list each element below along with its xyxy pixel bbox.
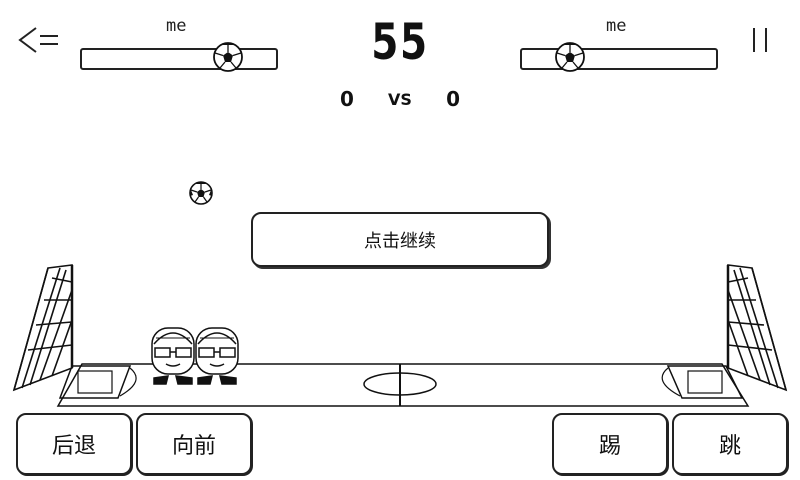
right-goal: [726, 264, 788, 392]
forward-button-label: 向前: [171, 434, 216, 459]
right-goal-area: [687, 370, 723, 394]
right-penalty-box: [666, 365, 744, 399]
left-player-name: me: [166, 16, 187, 36]
left-penalty-box: [58, 365, 132, 399]
forward-button[interactable]: 向前: [136, 413, 252, 475]
left-penalty-arc: [119, 367, 137, 397]
pause-icon[interactable]: [748, 24, 772, 56]
left-goal: [12, 264, 74, 392]
continue-button[interactable]: 点击继续: [251, 212, 549, 267]
right-power-ball-icon: [554, 41, 586, 73]
score-left: 0: [340, 87, 354, 111]
vs-label: VS: [388, 89, 412, 109]
scoreboard: 0 VS 0: [340, 86, 460, 112]
pitch-outline: [56, 363, 750, 407]
match-timer: 55: [371, 13, 429, 71]
player-two: [195, 327, 239, 385]
back-button-label: 后退: [51, 434, 96, 459]
left-power-ball-icon: [212, 41, 244, 73]
left-goal-area: [77, 370, 113, 394]
soccer-ball-icon: [189, 181, 213, 205]
jump-button-label: 跳: [718, 434, 741, 459]
back-arrow-icon[interactable]: [16, 24, 64, 56]
center-circle: [363, 372, 437, 396]
kick-button[interactable]: 踢: [552, 413, 668, 475]
right-power-bar: [520, 42, 718, 72]
back-button[interactable]: 后退: [16, 413, 132, 475]
kick-button-label: 踢: [598, 434, 621, 459]
jump-button[interactable]: 跳: [672, 413, 788, 475]
score-right: 0: [446, 87, 460, 111]
right-player-name: me: [606, 16, 627, 36]
continue-label: 点击继续: [364, 230, 436, 252]
right-penalty-arc: [661, 367, 681, 397]
left-power-bar: [80, 42, 278, 72]
player-one: [151, 327, 195, 385]
